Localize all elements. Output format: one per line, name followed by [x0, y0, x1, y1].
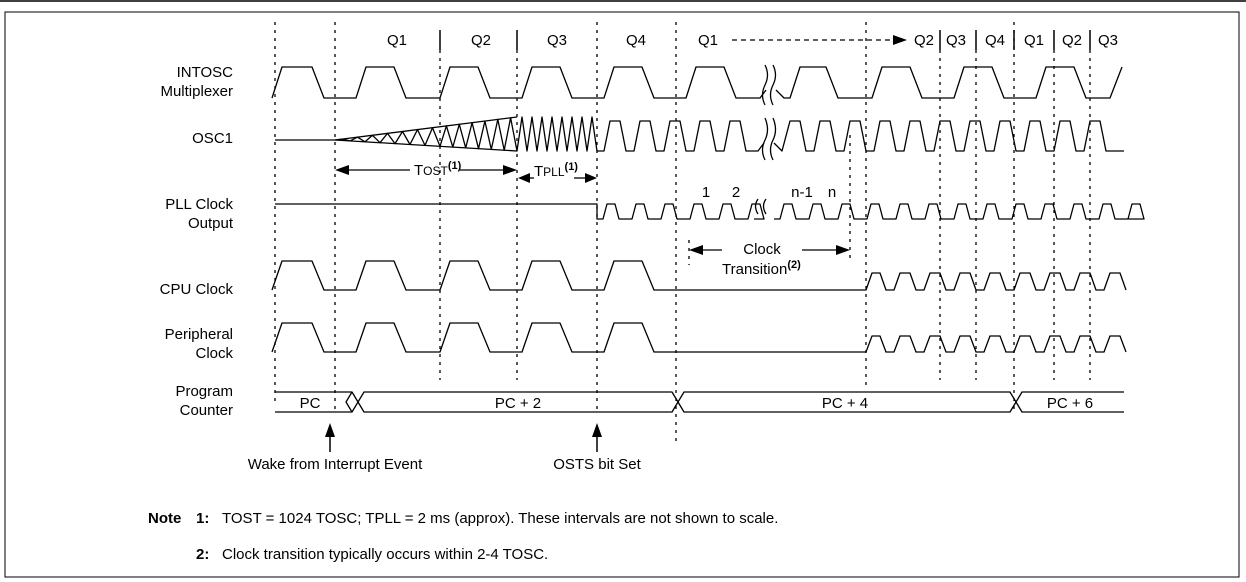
- note-key: Note: [148, 510, 182, 527]
- quarter-label: Q2: [1062, 32, 1082, 49]
- cpu-clock-waveform: [271, 260, 1127, 291]
- pll-gap-mark: [754, 198, 767, 215]
- pc-value: PC + 6: [1047, 395, 1093, 412]
- wake-event-label: Wake from Interrupt Event: [248, 456, 423, 473]
- signal-label-intosc: Multiplexer: [160, 83, 233, 100]
- quarter-label: Q1: [698, 32, 718, 49]
- quarter-label: Q3: [946, 32, 966, 49]
- pll-clock-waveform: [275, 203, 1145, 220]
- pll-count: n-1: [791, 184, 813, 201]
- osts-event-marker: OSTS bit Set: [553, 423, 642, 473]
- tpll-interval: TPLL(1): [518, 161, 597, 183]
- signal-label-pll: Output: [188, 215, 234, 232]
- reference-lines: [274, 22, 1091, 442]
- signal-label-pc: Program: [175, 383, 233, 400]
- quarter-label: Q2: [471, 32, 491, 49]
- signal-label-intosc: INTOSC: [177, 64, 234, 81]
- clock-transition-interval: Clock Transition(2): [688, 240, 850, 278]
- pll-count: 1: [702, 184, 710, 201]
- pc-values: PC PC + 2 PC + 4 PC + 6: [300, 395, 1094, 412]
- pll-cycle-counts: 1 2 n-1 n: [702, 184, 836, 201]
- signal-labels: INTOSC Multiplexer OSC1 PLL Clock Output…: [160, 64, 234, 419]
- osts-event-label: OSTS bit Set: [553, 456, 641, 473]
- quarter-label: Q3: [1098, 32, 1118, 49]
- note-1: Note 1: TOST = 1024 TOSC; TPLL = 2 ms (app…: [148, 510, 778, 527]
- quarter-label: Q1: [387, 32, 407, 49]
- tpll-label: TPLL(1): [534, 161, 578, 180]
- pc-value: PC + 2: [495, 395, 541, 412]
- signal-label-osc1: OSC1: [192, 130, 233, 147]
- note-number: 1:: [196, 510, 210, 527]
- figure-border: [4, 11, 1240, 578]
- signal-label-pll: PLL Clock: [165, 196, 233, 213]
- quarter-label: Q2: [914, 32, 934, 49]
- q1-extension-arrow: [732, 35, 907, 45]
- intosc-waveform: [271, 66, 1123, 99]
- quarter-label: Q1: [1024, 32, 1044, 49]
- note-number: 2:: [196, 546, 210, 563]
- pc-value: PC: [300, 395, 321, 412]
- quarter-label: Q4: [626, 32, 646, 49]
- program-counter-bus: [275, 391, 1124, 413]
- pc-value: PC + 4: [822, 395, 868, 412]
- intosc-gap-mark: [761, 64, 777, 106]
- quarter-label: Q3: [547, 32, 567, 49]
- signal-label-cpu: CPU Clock: [160, 281, 234, 298]
- osc1-startup-oscillation: [334, 116, 598, 152]
- osc1-waveform: [597, 120, 1124, 152]
- note-2: 2: Clock transition typically occurs with…: [148, 546, 548, 563]
- clock-transition-label: Clock: [743, 241, 781, 258]
- quarter-label: Q4: [985, 32, 1005, 49]
- quarter-labels: Q1 Q2 Q3 Q4 Q1 Q2 Q3 Q4 Q1 Q2 Q3: [387, 32, 1118, 49]
- note-text: Clock transition typically occurs within…: [222, 546, 549, 563]
- signal-label-pc: Counter: [180, 402, 233, 419]
- osc1-gap-mark: [761, 117, 777, 161]
- peripheral-clock-waveform: [271, 322, 1127, 353]
- pll-count: 2: [732, 184, 740, 201]
- note-text: TOST = 1024 TOSC; TPLL = 2 ms (approx). …: [222, 510, 779, 527]
- tost-label: TOST(1): [414, 160, 462, 179]
- osc1-startup-envelope: [334, 116, 518, 152]
- signal-label-peripheral: Peripheral: [165, 326, 233, 343]
- tost-interval: TOST(1): [335, 160, 517, 179]
- quarter-separators: [439, 30, 1091, 50]
- pll-count: n: [828, 184, 836, 201]
- wake-event-marker: Wake from Interrupt Event: [248, 423, 423, 473]
- clock-transition-label: Transition(2): [722, 259, 801, 278]
- signal-label-peripheral: Clock: [195, 345, 233, 362]
